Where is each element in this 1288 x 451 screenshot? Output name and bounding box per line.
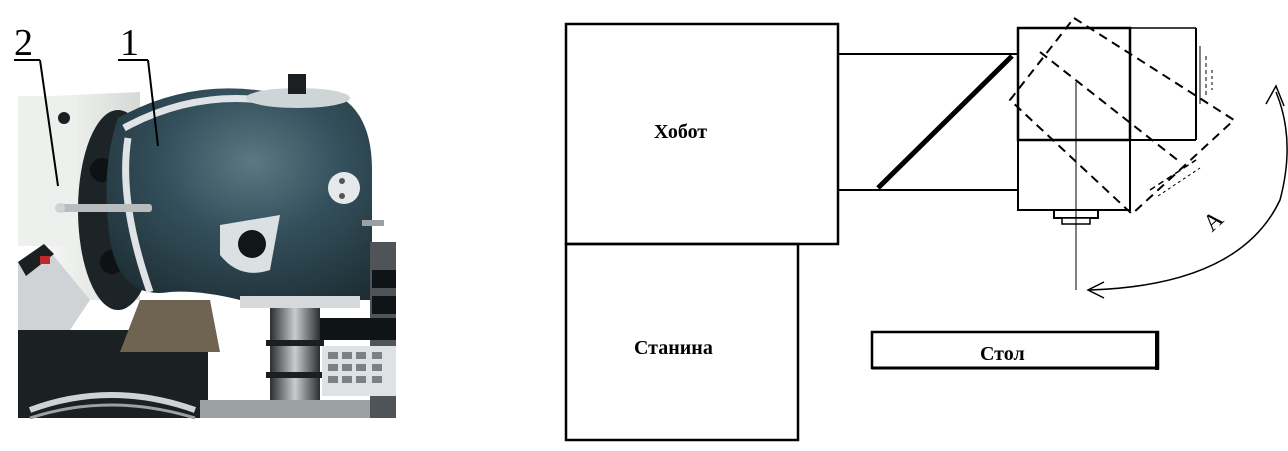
arm	[18, 244, 90, 350]
rotation-arc	[1089, 91, 1288, 291]
callout-1: 1	[120, 22, 139, 64]
top-cap	[246, 88, 350, 108]
bolt-icon	[58, 112, 70, 124]
stanina-box	[564, 242, 800, 442]
arrow-head-up-icon	[1265, 84, 1285, 107]
head-lower	[1017, 139, 1131, 211]
knob-icon	[238, 230, 266, 258]
stanina-label: Станина	[634, 337, 713, 359]
callout-2-leader	[39, 59, 59, 187]
rotated-head-outline	[1008, 16, 1236, 216]
head-joint-line	[876, 54, 1014, 190]
top-bolt	[288, 74, 306, 94]
bottom-flange	[240, 296, 360, 308]
lever-handle	[60, 204, 152, 212]
red-switch-icon	[40, 256, 50, 264]
stol-label: Стол	[980, 343, 1025, 365]
side-pin	[362, 220, 384, 226]
arrow-head-left-icon	[1086, 281, 1105, 299]
head-upper	[1016, 26, 1132, 142]
milling-head	[106, 88, 372, 301]
callout-2: 2	[14, 22, 33, 64]
dro-display	[320, 318, 396, 340]
callout-1-leader	[147, 59, 159, 147]
cover-plate-icon	[328, 172, 360, 204]
slide	[120, 300, 220, 352]
khobot-label: Хобот	[654, 121, 707, 143]
angle-scale	[122, 95, 263, 132]
spindle	[270, 308, 320, 400]
arrow-label-a: A	[1199, 206, 1230, 237]
